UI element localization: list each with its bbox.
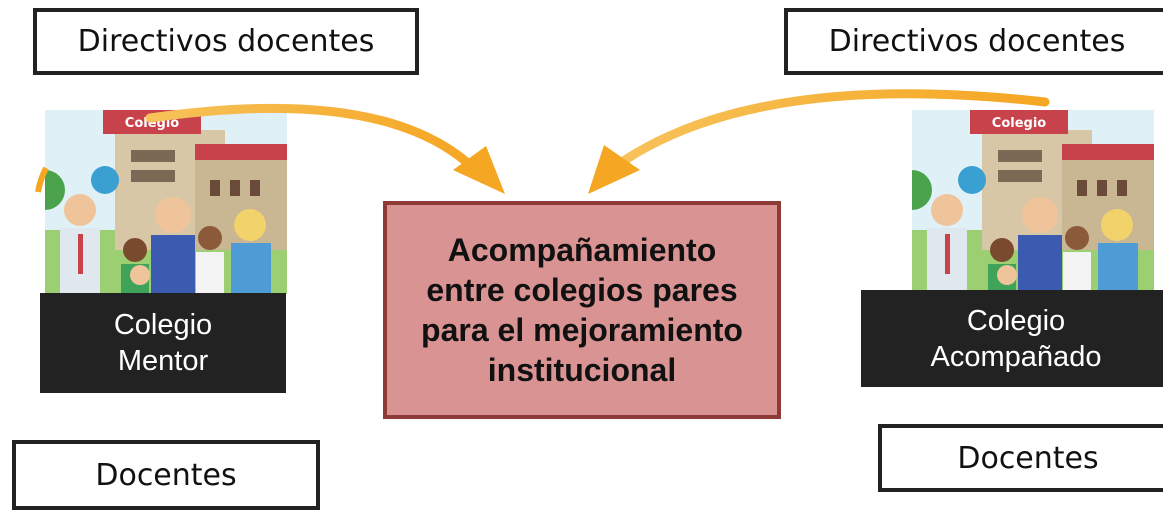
docentes-right-label: Docentes — [957, 440, 1099, 476]
directivos-docentes-left-box: Directivos docentes — [33, 8, 419, 75]
colegio-mentor-label: Colegio Mentor — [40, 293, 286, 393]
school-illustration-right: Colegio — [912, 110, 1154, 294]
arrow-left-to-center — [145, 103, 505, 194]
colegio-acompanado-line1: Colegio — [966, 304, 1066, 337]
docentes-left-label: Docentes — [95, 457, 237, 493]
colegio-acompanado-line2: Acompañado — [930, 340, 1102, 373]
directivos-docentes-right-label: Directivos docentes — [828, 24, 1126, 59]
colegio-mentor-line2: Mentor — [117, 345, 209, 377]
people-group-right — [927, 194, 1138, 294]
docentes-right-box: Docentes — [878, 424, 1163, 492]
school-illustration-left: Colegio — [45, 110, 287, 294]
colegio-mentor-line1: Colegio — [113, 309, 213, 341]
school-sign-right — [970, 110, 1068, 134]
arrow-stub-left — [35, 166, 49, 193]
school-sign-right-text: Colegio — [992, 116, 1047, 131]
colegio-acompanado-label: Colegio Acompañado — [861, 290, 1163, 387]
center-concept-box: Acompañamiento entre colegios pares para… — [383, 201, 781, 419]
center-concept-text: Acompañamiento entre colegios pares para… — [421, 232, 743, 388]
people-group-left — [60, 194, 271, 294]
arrow-right-to-center — [588, 89, 1050, 194]
docentes-left-box: Docentes — [12, 440, 320, 510]
directivos-docentes-left-label: Directivos docentes — [77, 24, 375, 59]
directivos-docentes-right-box: Directivos docentes — [784, 8, 1163, 75]
